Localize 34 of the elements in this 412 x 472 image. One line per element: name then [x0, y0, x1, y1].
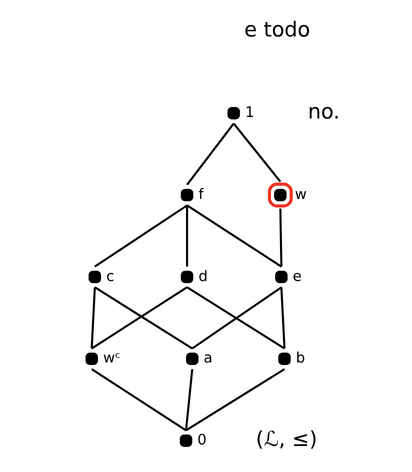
- connector: [184, 368, 285, 432]
- node-circle: [226, 106, 240, 120]
- connector: [90, 287, 96, 348]
- node-label: 0: [196, 432, 206, 449]
- connector: [186, 204, 282, 268]
- connector: [90, 368, 186, 432]
- connector: [280, 287, 286, 348]
- connector: [278, 208, 282, 267]
- node-label: w: [294, 186, 306, 203]
- node-circle: [267, 182, 292, 208]
- connector: [186, 205, 188, 267]
- node-circle: [85, 352, 98, 366]
- connector: [94, 204, 188, 268]
- connector: [184, 369, 193, 430]
- node-label: c: [106, 268, 114, 285]
- connector: [186, 122, 234, 186]
- node-circle: [88, 270, 101, 284]
- node-label: e: [292, 268, 302, 285]
- node-circle: [186, 352, 198, 366]
- label: e todo: [244, 17, 310, 42]
- node-label: wᶜ: [102, 350, 120, 367]
- node-label: f: [198, 186, 204, 203]
- node-label: 1: [244, 105, 254, 122]
- node-circle: [180, 270, 193, 284]
- node-circle: [179, 434, 192, 447]
- node-label: a: [203, 350, 212, 367]
- node-circle: [278, 352, 290, 366]
- label: no.: [307, 99, 340, 124]
- node-label: b: [295, 350, 305, 367]
- node-label: d: [198, 268, 208, 285]
- label: (ℒ, ≤): [255, 426, 317, 451]
- node-circle: [180, 188, 193, 202]
- connector: [232, 122, 281, 182]
- node-circle: [274, 270, 288, 284]
